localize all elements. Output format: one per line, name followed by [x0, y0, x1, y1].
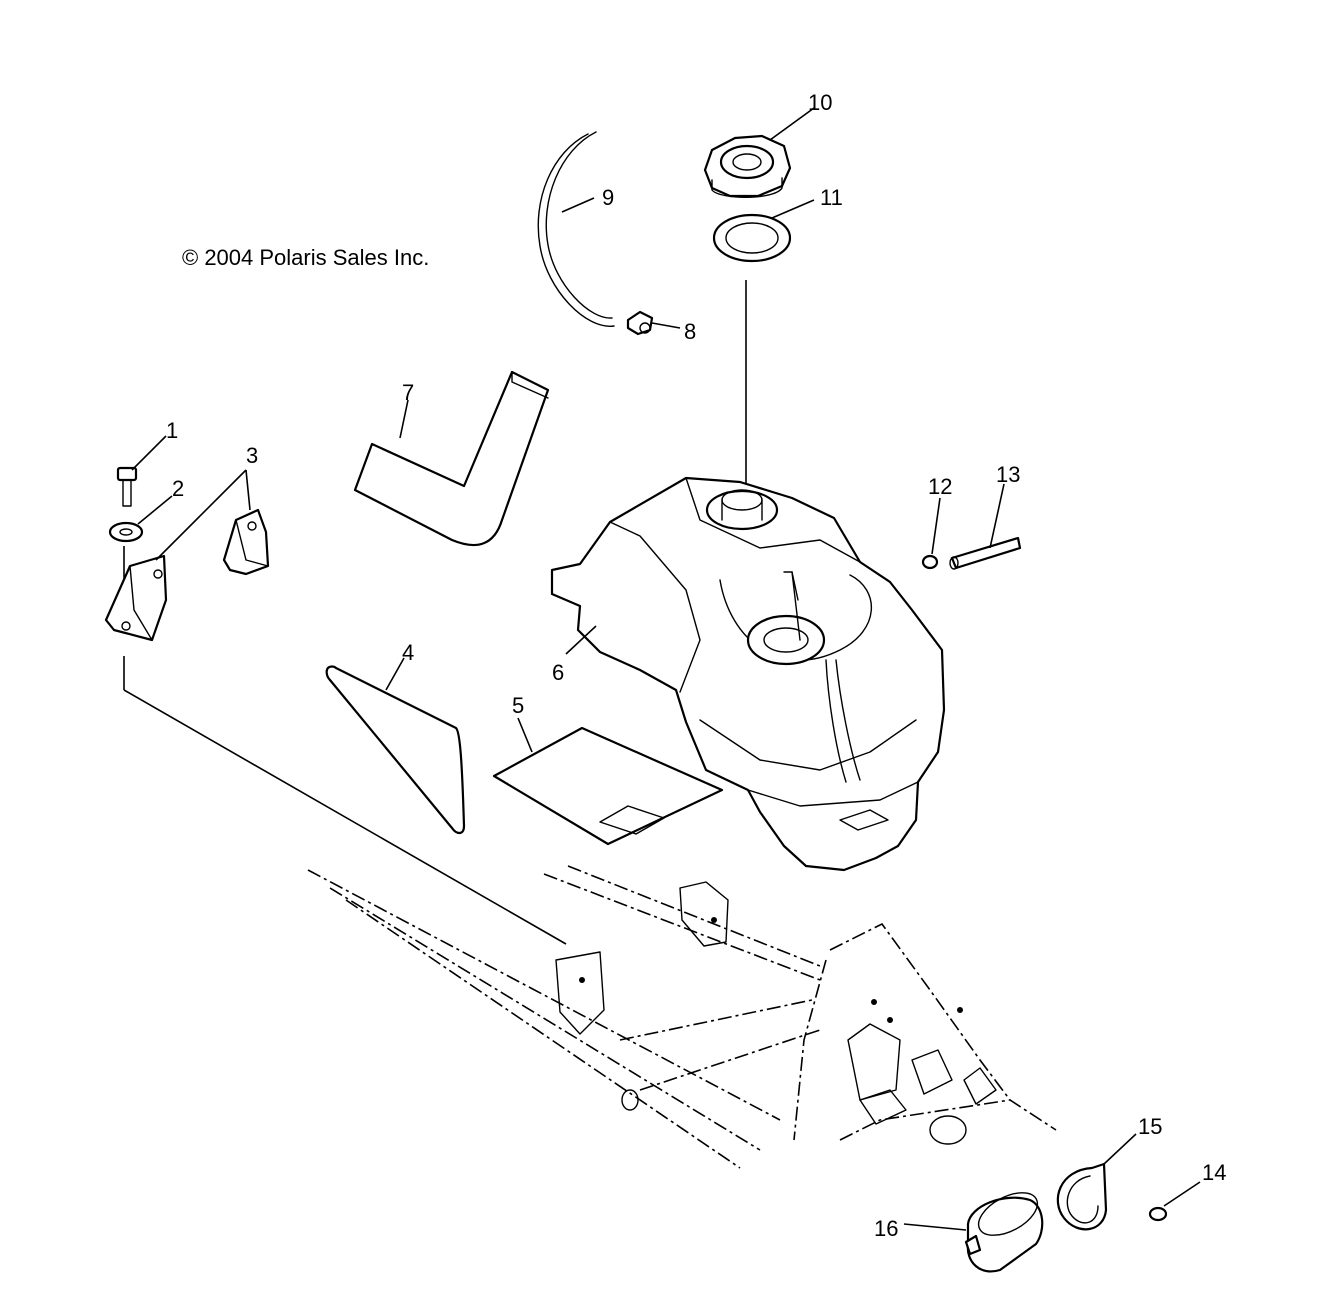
callout-5: 5	[512, 693, 524, 718]
callout-8: 8	[684, 319, 696, 344]
filter-clip-part	[1056, 1133, 1137, 1231]
vent-hose-part	[537, 131, 615, 327]
decal-part	[492, 717, 724, 846]
callout-2: 2	[172, 476, 184, 501]
foam-pad-part	[325, 657, 466, 835]
fuel-filter-part	[903, 1192, 1044, 1273]
callout-11: 11	[820, 185, 843, 210]
callout-10: 10	[808, 90, 832, 115]
fuel-line-part	[949, 483, 1022, 570]
fuel-cap-part	[703, 107, 815, 198]
hose-clamp-part	[921, 497, 941, 570]
heat-shield-part	[353, 370, 550, 547]
push-rivet-part	[1148, 1181, 1201, 1222]
callout-12: 12	[928, 474, 952, 499]
bolt-part	[116, 435, 167, 507]
callout-6: 6	[552, 660, 564, 685]
callout-4: 4	[402, 640, 414, 665]
callout-9: 9	[602, 185, 614, 210]
cap-seal-part	[712, 199, 815, 485]
callout-14: 14	[1202, 1160, 1226, 1185]
callout-7: 7	[402, 380, 414, 405]
copyright-text: © 2004 Polaris Sales Inc.	[182, 245, 429, 270]
callout-3: 3	[246, 443, 258, 468]
callout-16: 16	[874, 1216, 898, 1241]
callout-1: 1	[166, 418, 178, 443]
vehicle-frame	[123, 656, 1057, 1169]
callout-15: 15	[1138, 1114, 1162, 1139]
mounting-brackets-part	[104, 469, 270, 642]
washer-part	[108, 495, 173, 580]
fuel-tank-part	[550, 476, 946, 872]
vent-clip-part	[626, 310, 681, 336]
callout-13: 13	[996, 462, 1020, 487]
